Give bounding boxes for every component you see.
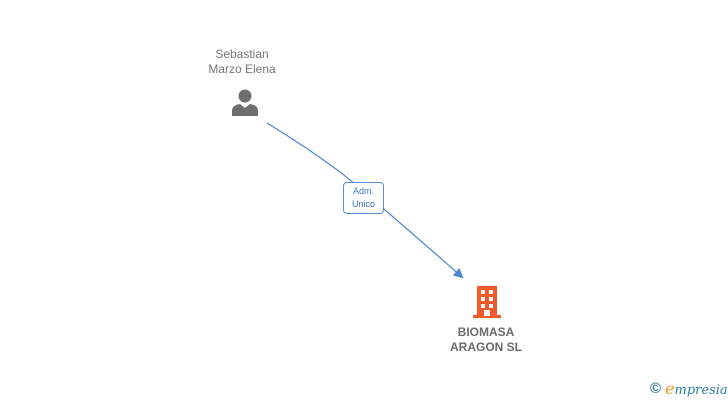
copyright-icon: © (650, 379, 662, 397)
company-name-line-2: ARAGON SL (450, 340, 522, 354)
brand-initial: e (665, 378, 675, 398)
person-icon[interactable] (230, 87, 260, 117)
brand-logo: empresia (665, 379, 728, 398)
person-node-label[interactable]: Sebastian Marzo Elena (182, 47, 302, 77)
company-node-label[interactable]: BIOMASA ARAGON SL (425, 325, 547, 355)
building-icon[interactable] (471, 285, 503, 319)
edge-role-line-2: Unico (351, 199, 375, 209)
company-name-line-1: BIOMASA (457, 325, 515, 339)
empresia-watermark: © empresia (650, 378, 728, 398)
edge-role-line-1: Adm. (352, 186, 374, 196)
edge-role-label[interactable]: Adm. Unico (343, 182, 384, 214)
person-name-line-2: Marzo Elena (208, 62, 276, 76)
brand-rest: mpresia (674, 382, 728, 398)
person-name-line-1: Sebastian (215, 47, 269, 61)
